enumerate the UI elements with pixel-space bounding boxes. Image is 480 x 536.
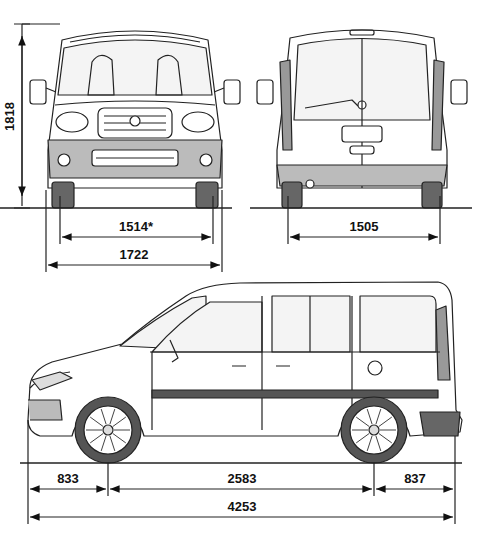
rear-view [257,30,467,208]
wheel-spoke [90,434,103,443]
dimension-label: 837 [402,471,428,486]
wheel-spoke [356,417,369,426]
wheel-spoke [113,417,126,426]
front-wheel [75,397,141,463]
front-view [30,31,240,208]
wheel-spoke [86,430,102,431]
wheel-spoke [356,434,369,443]
wheel-spoke [380,430,396,431]
dimension-label: 1818 [2,100,17,133]
wheel-spoke [113,434,126,443]
wheel-spoke [379,434,392,443]
wheel-spoke [376,409,381,424]
wheel-spoke [90,417,103,426]
dimension-label: 1514* [117,219,155,234]
dimension-label: 4253 [226,499,259,514]
wheel-spoke [352,430,368,431]
wheel-spoke [101,409,106,424]
height-lines [22,24,60,206]
wheel-spoke [110,436,115,451]
dimension-label: 1722 [118,247,151,262]
wheel-spoke [376,436,381,451]
wheel-spoke [379,417,392,426]
wheel-spoke [114,430,130,431]
wheel-spoke [110,409,115,424]
rear-wheel [341,397,407,463]
dimension-label: 2583 [226,471,259,486]
wheel-spoke [367,436,372,451]
dimension-label: 833 [55,471,81,486]
wheel-spoke [367,409,372,424]
dimension-label: 1505 [348,219,381,234]
wheel-spoke [101,436,106,451]
